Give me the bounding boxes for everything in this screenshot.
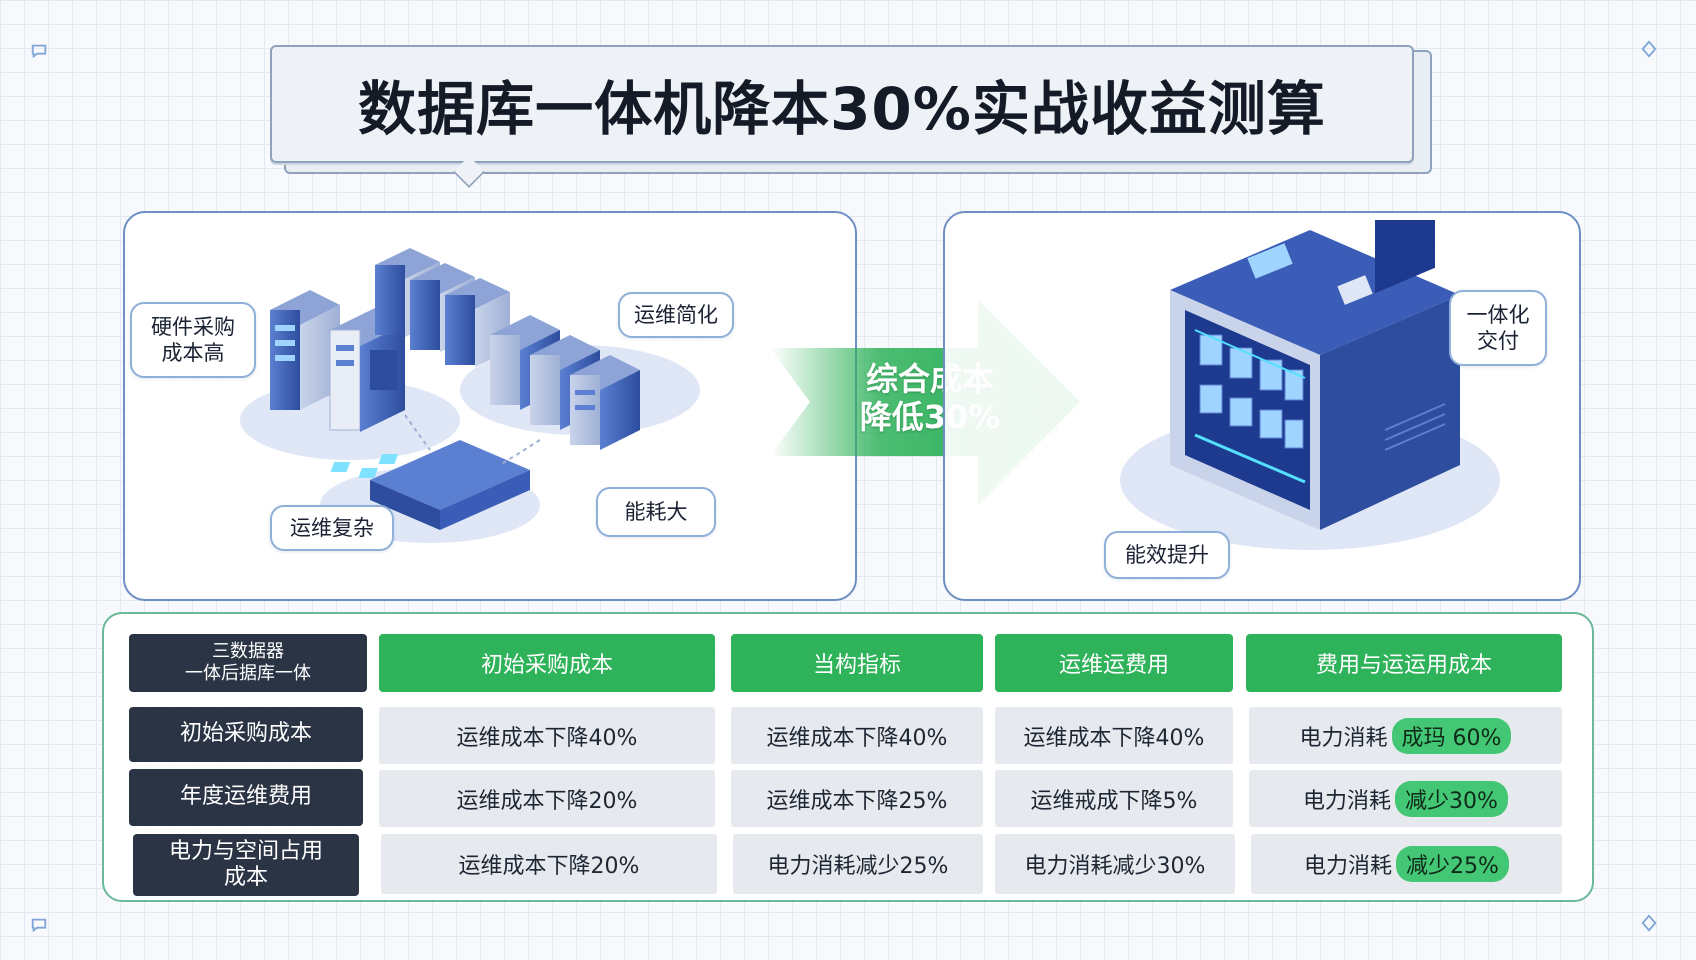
corner-chat-icon [31,918,47,933]
table-cell: 运维成本下降20% [379,770,715,827]
callout-ops-simplify: 运维简化 [618,292,734,338]
page-title: 数据库一体机降本30%实战收益测算 [358,75,1326,143]
table-row-header: 初始采购成本 [129,707,363,762]
table-cell: 电力消耗 减少30% [1249,770,1562,827]
corner-diamond-icon [1641,40,1657,58]
scattered-servers-illustration [240,248,700,543]
network-switch-icon [330,440,530,530]
server-rack-icon [375,248,510,367]
corner-chat-icon [31,44,47,59]
server-rack-icon [329,308,405,432]
server-rack-icon [270,290,340,410]
table-cell: 电力消耗减少30% [995,834,1235,894]
table-cell: 运维戒成下降5% [995,770,1233,827]
cell-prefix: 电力消耗 [1304,854,1393,879]
corner-diamond-icon [1641,914,1657,932]
table-corner-header: 三数据器 一体后据库一体 [129,634,367,692]
table-col-header: 运维运费用 [995,634,1233,692]
table-cell: 运维成本下降40% [731,707,983,764]
cell-prefix: 电力消耗 [1299,725,1388,751]
table-col-header: 初始采购成本 [379,634,715,692]
callout-integrated-delivery: 一体化 交付 [1449,290,1547,366]
callout-ops-complex: 运维复杂 [270,505,394,551]
reduction-badge: 成玛 60% [1391,717,1512,754]
table-row-header: 年度运维费用 [129,769,363,826]
reduction-badge: 减少30% [1395,780,1508,817]
integrated-appliance-icon [1120,220,1500,550]
table-row-header: 电力与空间占用 成本 [133,834,359,896]
callout-energy-high: 能耗大 [596,487,716,537]
callout-hardware-cost: 硬件采购 成本高 [130,302,256,378]
title-box: 数据库一体机降本30%实战收益测算 [270,45,1414,163]
reduction-badge: 减少25% [1396,846,1509,882]
server-rack-icon [490,315,640,450]
table-cell: 运维成本下降20% [381,834,717,894]
table-cell: 运维成本下降25% [731,770,983,827]
table-cell: 运维成本下降40% [379,707,715,764]
cell-prefix: 电力消耗 [1303,788,1392,814]
callout-efficiency: 能效提升 [1104,531,1230,579]
table-cell: 电力消耗减少25% [733,834,983,894]
table-col-header: 当构指标 [731,634,983,692]
table-cell: 运维成本下降40% [995,707,1233,764]
table-col-header: 费用与运运用成本 [1246,634,1562,692]
table-cell: 电力消耗 成玛 60% [1249,707,1562,764]
table-cell: 电力消耗 减少25% [1251,834,1562,894]
